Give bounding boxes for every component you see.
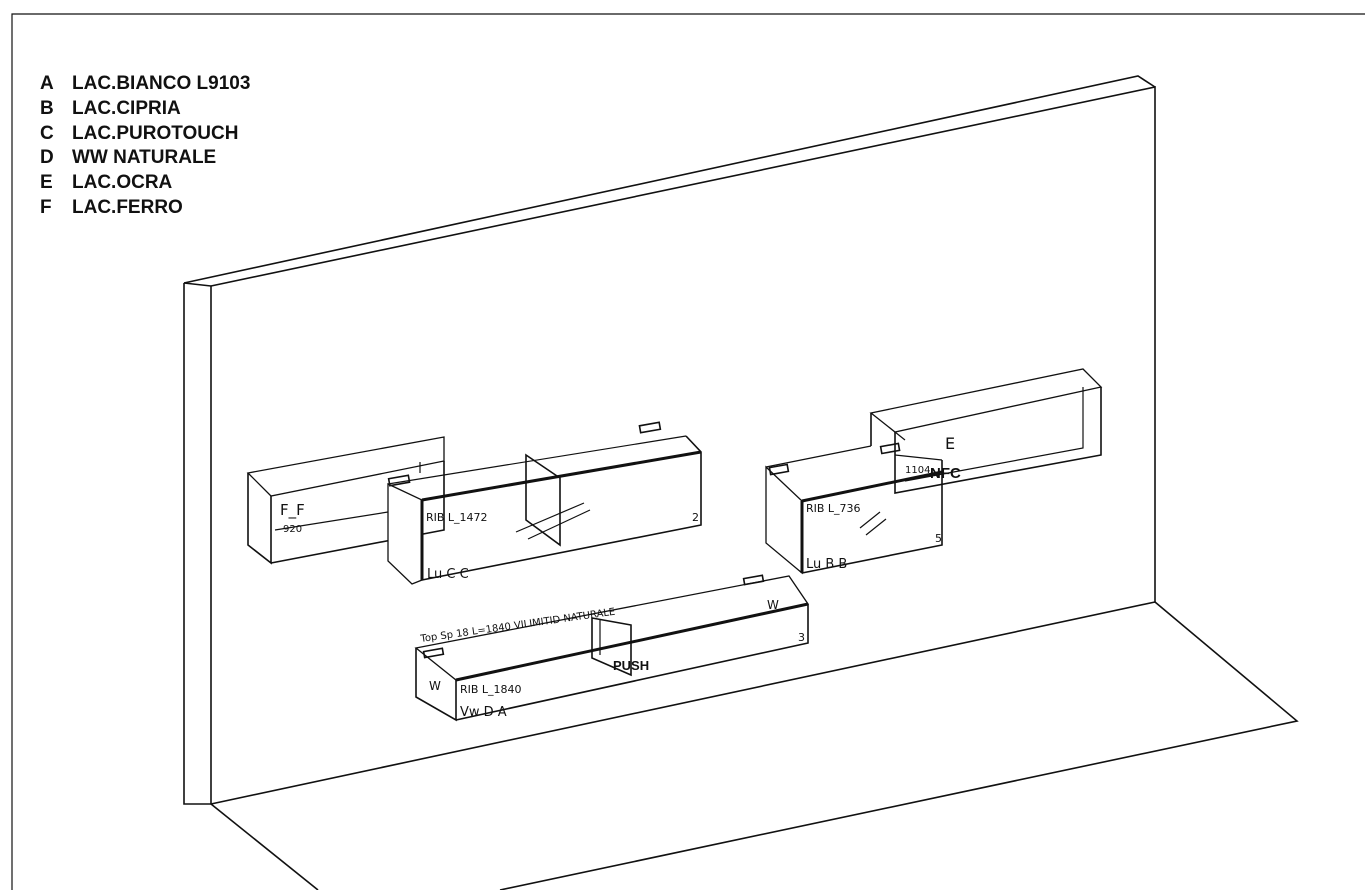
ff-unit-label: F_F bbox=[280, 501, 305, 520]
box-ff: F_F 920 bbox=[246, 436, 445, 565]
e-unit-label: E bbox=[945, 434, 955, 453]
rib-736-label: RIB L_736 bbox=[806, 502, 861, 515]
lu-cc-label: Lu C C bbox=[427, 567, 469, 582]
push-label: PUSH bbox=[613, 658, 649, 673]
lu-bb-label: Lu B B bbox=[806, 557, 847, 572]
num-3-label: 3 bbox=[798, 631, 805, 644]
num-5-label: 5 bbox=[935, 532, 942, 545]
ff-dim-label: 920 bbox=[283, 524, 302, 535]
cabinet-736: RIB L_736 Lu B B 5 bbox=[765, 442, 943, 575]
rib-1840-label: RIB L_1840 bbox=[460, 683, 522, 696]
cabinet-1840: Top Sp 18 L=1840 VILIMITID NATURALE RIB … bbox=[414, 574, 810, 722]
w-left-label: W bbox=[429, 679, 441, 693]
num-2-label: 2 bbox=[692, 511, 699, 524]
nfc-label: NFC bbox=[930, 465, 961, 482]
rib-1472-label: RIB L_1472 bbox=[426, 511, 488, 524]
vw-da-label: Vw D A bbox=[460, 705, 507, 720]
dim-1104-label: 1104 bbox=[905, 465, 930, 476]
w-right-label: W bbox=[767, 598, 779, 612]
page-frame bbox=[11, 13, 1365, 890]
box-e: E 1104 NFC bbox=[869, 368, 1103, 494]
cabinet-1472: RIB L_1472 Lu C C 2 bbox=[387, 421, 702, 585]
floor bbox=[210, 601, 1299, 890]
wall bbox=[183, 75, 1156, 805]
